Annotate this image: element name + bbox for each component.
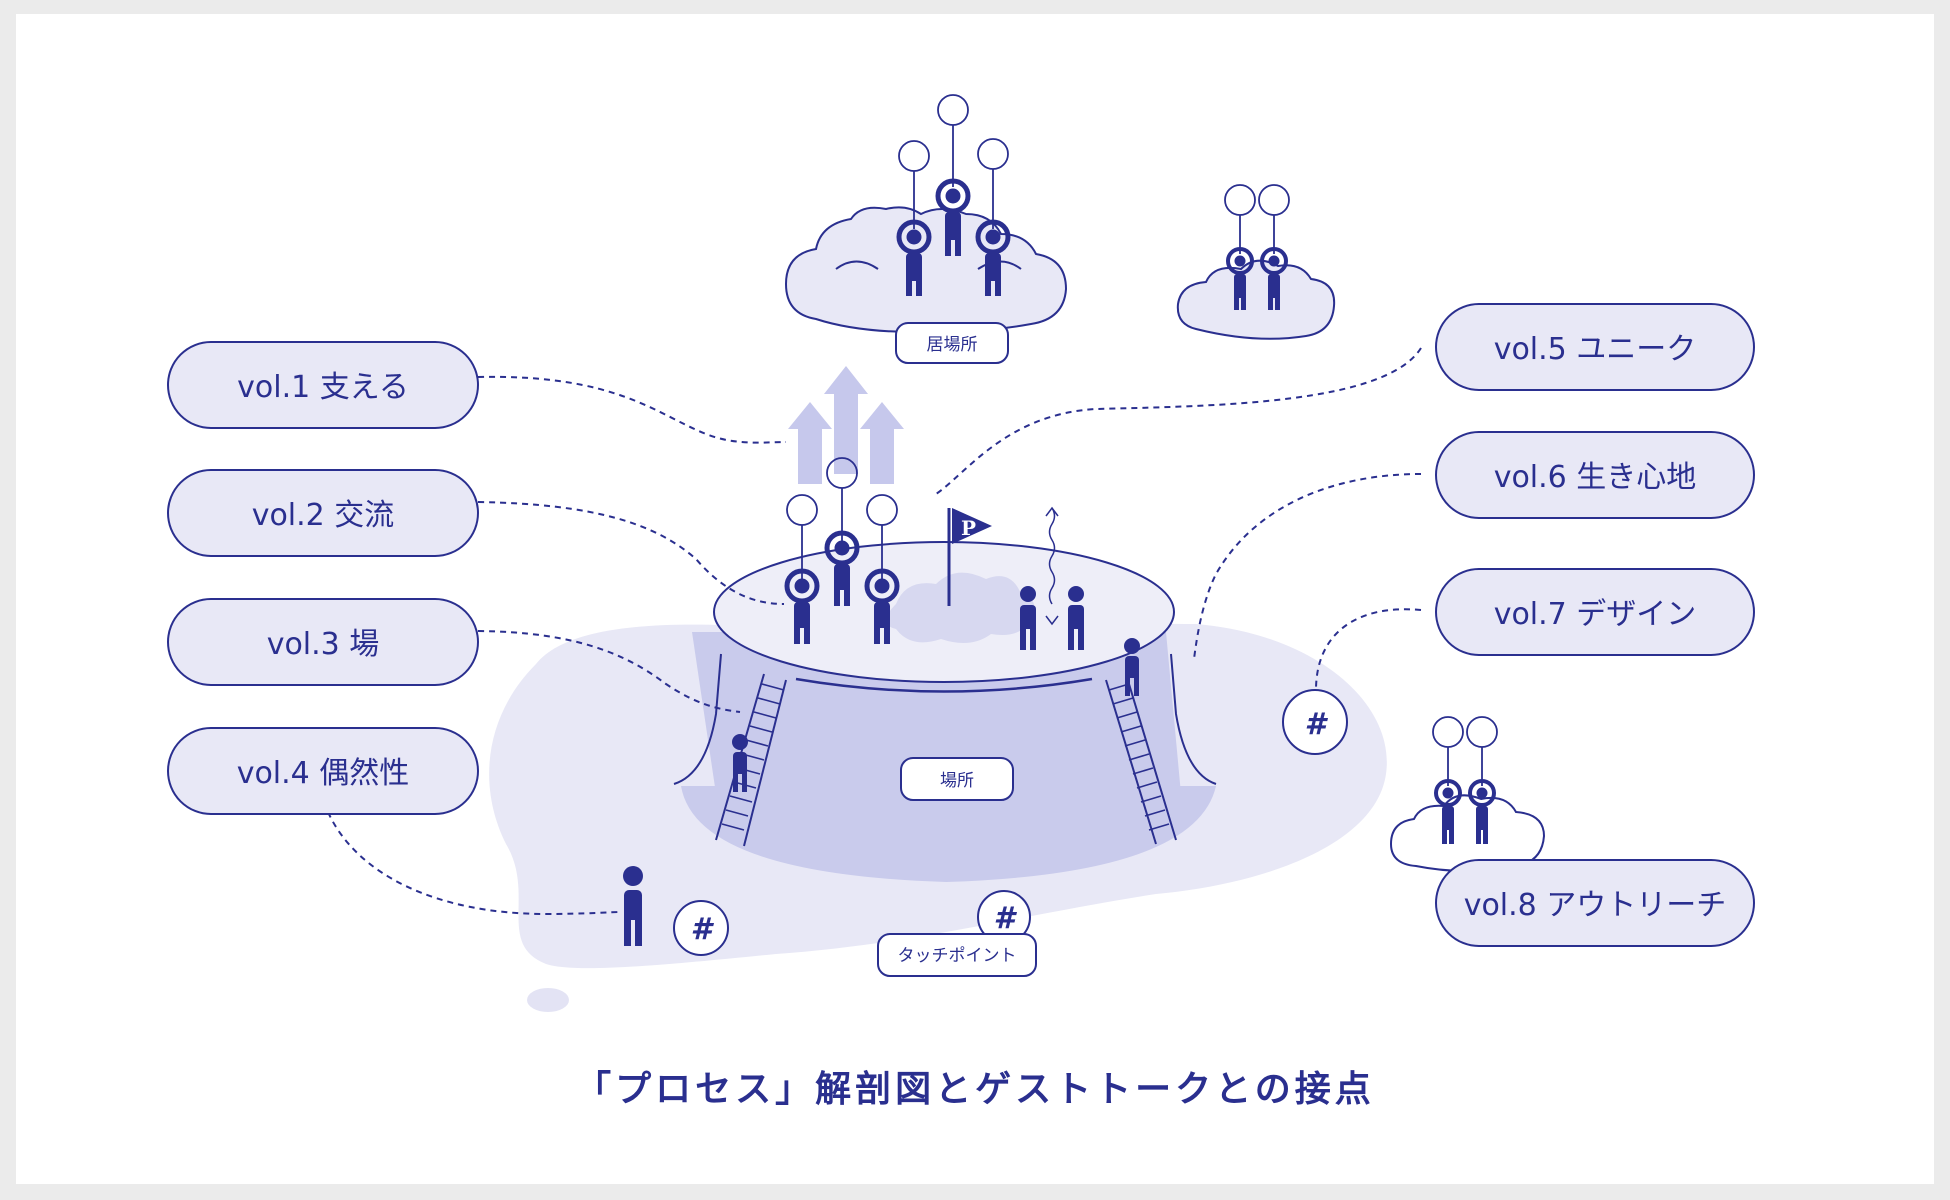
upward-arrows (788, 366, 904, 484)
vol-pill-7[interactable]: vol.7 デザイン (1435, 568, 1755, 656)
plateau (673, 541, 1217, 882)
connector-vol2 (477, 501, 785, 605)
squiggle-arrow (1045, 506, 1059, 626)
ibasho-label: 居場所 (927, 335, 978, 355)
vol-label-7: vol.7 デザイン (1494, 597, 1697, 632)
basho-label: 場所 (940, 771, 974, 791)
balloon-people-plateau (784, 457, 900, 644)
svg-text:#: # (691, 912, 715, 947)
connector-vol5 (935, 347, 1422, 495)
hash-circle-ground: # (673, 900, 729, 956)
balloon-people-top (896, 94, 1011, 296)
connectors (327, 347, 1422, 916)
balloon-people-lower-right (1432, 716, 1498, 844)
connector-vol7 (1315, 608, 1422, 691)
vol-label-5: vol.5 ユニーク (1494, 332, 1697, 367)
vol-label-2: vol.2 交流 (252, 498, 395, 533)
hash-circle-touchpoint: # (977, 890, 1031, 944)
small-blob (527, 988, 569, 1012)
climbing-person-left (732, 734, 748, 792)
connector-vol4 (327, 811, 622, 916)
connector-vol6 (1193, 473, 1422, 660)
climbing-person-right (1124, 638, 1140, 696)
vol-pill-2[interactable]: vol.2 交流 (167, 469, 479, 557)
vol-pill-6[interactable]: vol.6 生き心地 (1435, 431, 1755, 519)
svg-text:#: # (994, 901, 1018, 936)
vol-pill-4[interactable]: vol.4 偶然性 (167, 727, 479, 815)
diagram-caption: 「プロセス」解剖図とゲストトークとの接点 (575, 1069, 1375, 1110)
flag-letter: P (961, 516, 976, 540)
vol-label-3: vol.3 場 (267, 627, 380, 662)
cloud-upper-right (1176, 259, 1336, 340)
touchpoint-tag: タッチポイント (877, 933, 1037, 977)
vol-label-1: vol.1 支える (237, 370, 409, 405)
svg-text:#: # (1305, 707, 1329, 742)
ibasho-tag: 居場所 (895, 322, 1009, 364)
basho-tag: 場所 (900, 757, 1014, 801)
ladder-right (1105, 673, 1177, 845)
vol-pill-3[interactable]: vol.3 場 (167, 598, 479, 686)
vol-pill-5[interactable]: vol.5 ユニーク (1435, 303, 1755, 391)
vol-pill-1[interactable]: vol.1 支える (167, 341, 479, 429)
vol-pill-8[interactable]: vol.8 アウトリーチ (1435, 859, 1755, 947)
flag: P (947, 508, 992, 606)
ground-person (623, 866, 643, 946)
touchpoint-label: タッチポイント (898, 946, 1017, 966)
connector-vol1 (477, 375, 787, 444)
hash-circle-right: # (1282, 689, 1348, 755)
vol-label-4: vol.4 偶然性 (237, 756, 410, 791)
balloon-people-upper-right (1224, 184, 1290, 310)
diagram-frame: 居場所 (16, 14, 1934, 1184)
process-anatomy-diagram: 居場所 (167, 94, 1755, 1110)
vol-label-8: vol.8 アウトリーチ (1464, 888, 1727, 923)
connector-vol3 (477, 630, 741, 713)
standing-people-plateau (1020, 586, 1084, 650)
vol-label-6: vol.6 生き心地 (1494, 460, 1697, 495)
